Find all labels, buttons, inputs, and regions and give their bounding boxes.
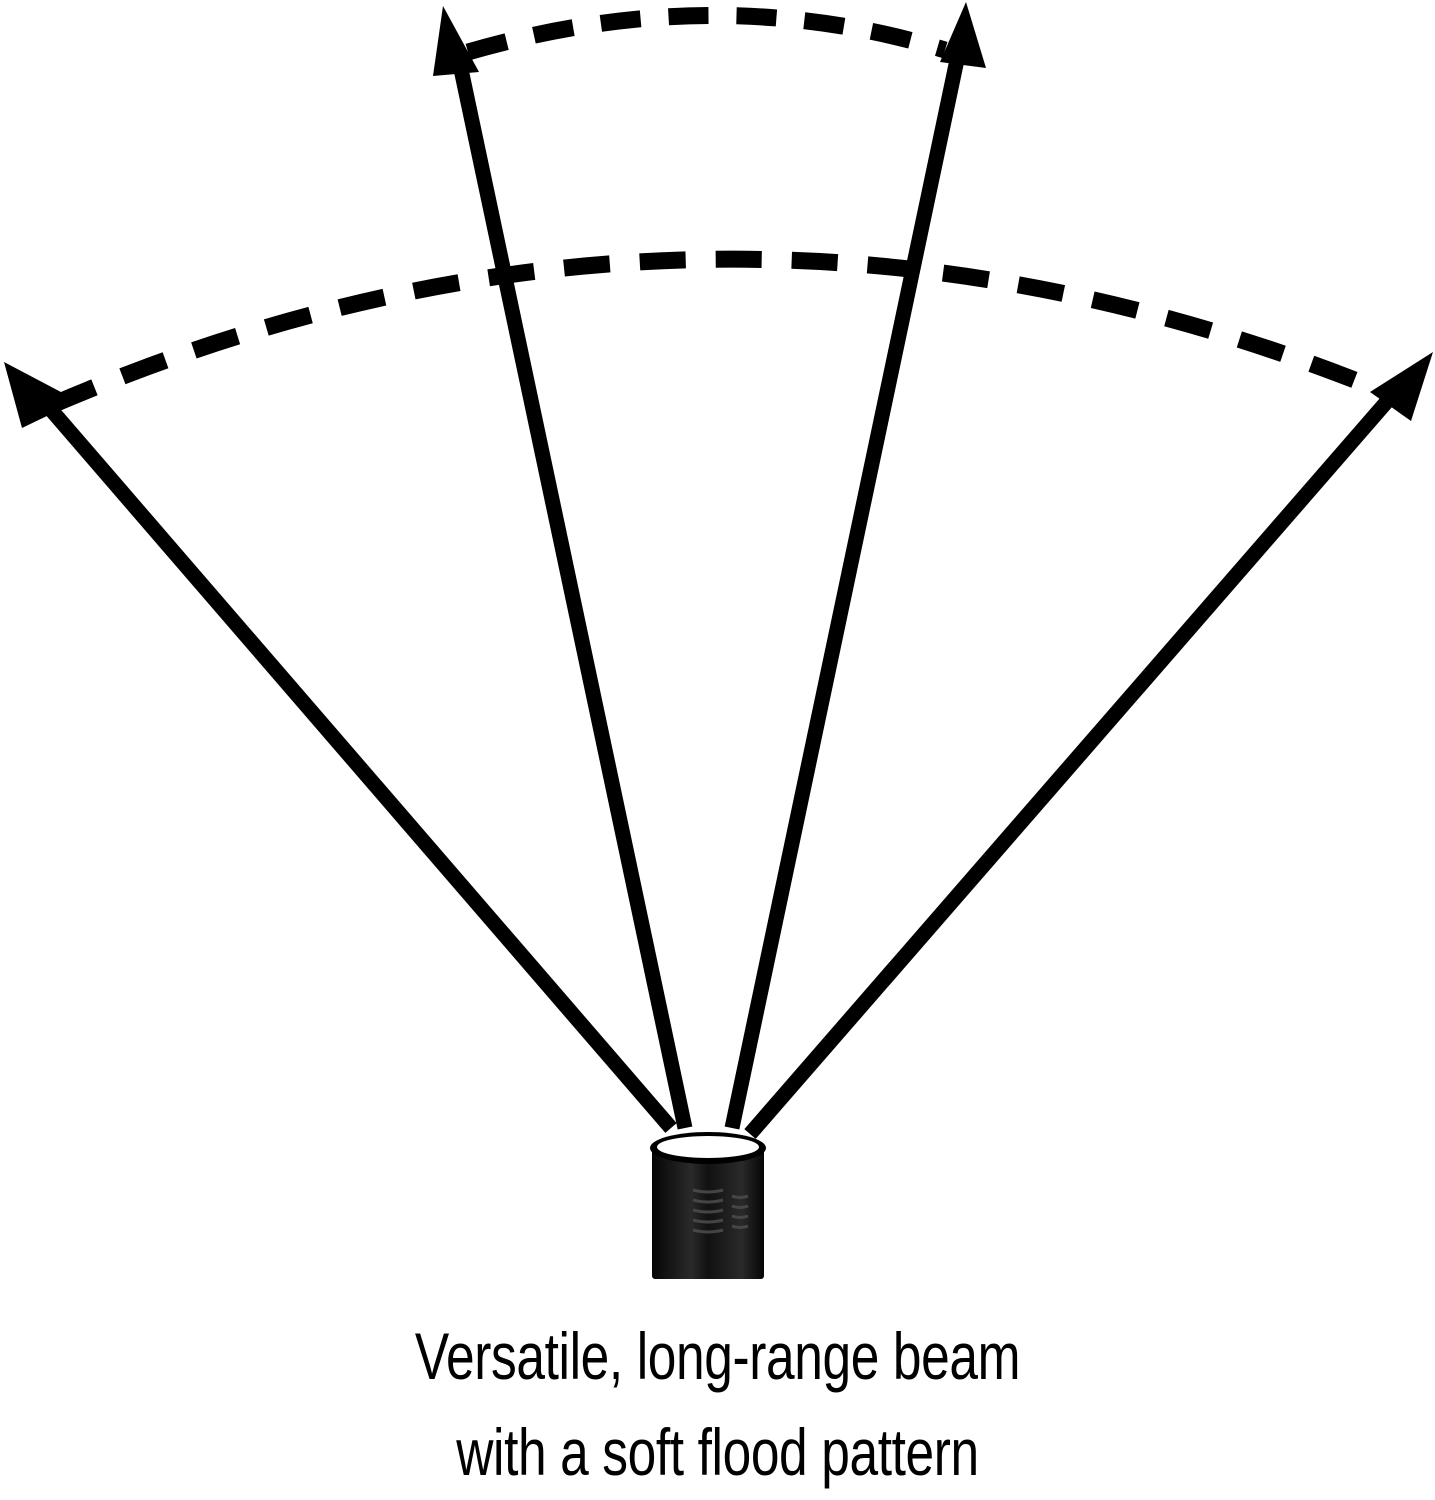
flood-beam-arc — [48, 250, 1389, 413]
beam-pattern-graphic — [4, 2, 1433, 1279]
flashlight-icon — [650, 1132, 766, 1279]
spot-beam-arc — [465, 7, 948, 61]
caption-line-1: Versatile, long-range beam — [414, 1319, 1021, 1393]
flood-beam-right-line — [744, 378, 1409, 1139]
flood-beam-left-arrowhead — [4, 362, 78, 428]
spot-beam-right-line — [724, 53, 966, 1130]
spot-beam-left-line — [450, 53, 693, 1130]
spot-beam-right-arrowhead — [940, 2, 986, 68]
caption: Versatile, long-range beam with a soft f… — [158, 1308, 1277, 1500]
spot-beam-left-arrowhead — [433, 6, 479, 76]
caption-line-2: with a soft flood pattern — [456, 1415, 979, 1489]
flood-beam-left-line — [28, 385, 677, 1133]
flood-beam-right-arrowhead — [1370, 352, 1433, 421]
